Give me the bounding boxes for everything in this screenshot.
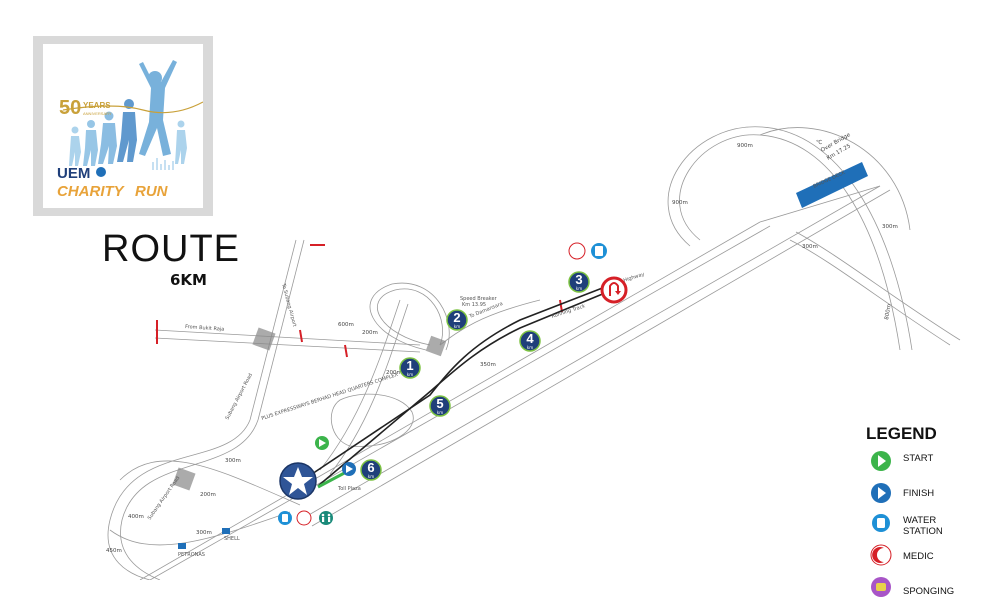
label-to-subang: To Subang Airport — [280, 282, 298, 328]
logo-event-line1: CHARITY — [57, 183, 126, 200]
petronas-station: PETRONAS — [178, 543, 205, 558]
label-highway: Highway — [623, 272, 645, 284]
finish-icon — [871, 483, 891, 503]
label-speed-breaker-km: Km 13.95 — [462, 302, 486, 308]
bridge-deck: BRIDGE DECK — [796, 162, 868, 208]
label-toll-plaza: Toll Plaza — [337, 486, 361, 492]
sponging-icon — [871, 577, 891, 597]
road-network — [107, 126, 961, 580]
km-marker-unit: km — [407, 372, 413, 377]
label-subang-airport-road: Subang Airport Road — [224, 372, 254, 421]
label-centerline: ℃ — [816, 139, 822, 146]
logo-event-line2: RUN — [135, 183, 169, 200]
water-station-icon — [591, 243, 607, 259]
distance-label: 200m — [362, 330, 378, 336]
legend: LEGEND START FINISH WATER STATION MEDIC — [866, 424, 1000, 606]
distance-label: 350m — [480, 362, 496, 368]
distance-labels: 900m 900m 300m 300m 800m 600m 200m 350m … — [106, 143, 898, 554]
junction-marker — [172, 467, 196, 491]
km-marker-3: 3 km — [568, 271, 590, 293]
logo-years-number: 50 — [59, 97, 81, 119]
distance-label: 300m — [802, 244, 818, 250]
route-map: BRIDGE DECK From Bukit Raja To Damansara… — [106, 126, 961, 580]
km-marker-unit: km — [437, 410, 443, 415]
distance-label: 300m — [225, 458, 241, 464]
distance-label: 450m — [106, 548, 122, 554]
water-station-icon — [872, 514, 890, 532]
km-marker-number: 4 — [526, 331, 534, 346]
km-marker-1: 1 km — [399, 357, 421, 379]
race-route-line — [299, 286, 606, 487]
legend-label: SPONGING — [903, 586, 955, 597]
distance-label: 900m — [672, 200, 688, 206]
km-marker-5: 5 km — [429, 395, 451, 417]
distance-label: 600m — [338, 322, 354, 328]
legend-title: LEGEND — [866, 424, 937, 443]
logo-anniversary: ANNIVERSARY — [83, 111, 112, 116]
medic-icon — [296, 510, 312, 526]
route-distance: 6KM — [170, 271, 207, 289]
legend-label: MEDIC — [903, 551, 934, 562]
distance-label: 300m — [196, 530, 212, 536]
distance-label: 200m — [386, 370, 402, 376]
event-logo-frame: 50 YEARS ANNIVERSARY UEM CHARITY RUN — [33, 36, 213, 216]
distance-label: 900m — [737, 143, 753, 149]
km-marker-2: 2 km — [446, 309, 468, 331]
legend-label: START — [903, 453, 934, 464]
legend-label: WATER STATION — [903, 515, 943, 537]
logo-brand: UEM — [57, 165, 90, 182]
legend-item-sponging: SPONGING — [866, 576, 1000, 606]
label-petronas: PETRONAS — [178, 552, 205, 558]
legend-item-water-station: WATER STATION — [866, 512, 1000, 542]
junction-marker — [425, 335, 447, 357]
km-marker-unit: km — [368, 474, 374, 479]
medic-icon — [870, 544, 892, 566]
legend-item-finish: FINISH — [866, 482, 1000, 512]
start-icon — [315, 436, 329, 450]
route-title: ROUTE — [102, 228, 240, 270]
km-marker-number: 6 — [367, 460, 374, 475]
distance-label: 400m — [128, 514, 144, 520]
legend-item-start: START — [866, 450, 1000, 480]
u-turn-icon — [600, 276, 628, 304]
legend-item-medic: MEDIC — [866, 544, 1000, 574]
shell-station: SHELL — [222, 528, 240, 542]
distance-label: 200m — [200, 492, 216, 498]
label-subang-airport-road-2: Subang Airport Road — [147, 475, 182, 521]
km-marker-4: 4 km — [519, 330, 541, 352]
label-from-bukit-raja: From Bukit Raja — [185, 324, 225, 333]
km-marker-number: 2 — [453, 310, 460, 325]
water-station-icon — [278, 511, 292, 525]
finish-star-icon — [279, 462, 317, 500]
medic-icon — [568, 242, 586, 260]
km-marker-unit: km — [454, 324, 460, 329]
toilet-icon — [319, 511, 333, 525]
km-marker-number: 5 — [436, 396, 443, 411]
km-marker-6: 6 km — [360, 459, 382, 481]
label-shell: SHELL — [224, 536, 240, 542]
logo-years-word: YEARS — [83, 101, 111, 110]
km-marker-unit: km — [576, 286, 582, 291]
event-logo: 50 YEARS ANNIVERSARY UEM CHARITY RUN — [43, 44, 203, 208]
distance-label: 800m — [884, 304, 893, 321]
km-marker-number: 3 — [575, 272, 582, 287]
finish-icon — [342, 462, 356, 476]
label-plus-hq: PLUS EXPRESSWAYS BERHAD HEAD QUARTERS CO… — [261, 372, 400, 422]
label-speed-breaker: Speed Breaker — [460, 296, 498, 302]
start-icon — [871, 451, 891, 471]
km-marker-number: 1 — [406, 358, 413, 373]
legend-label: FINISH — [903, 488, 935, 499]
distance-label: 300m — [882, 224, 898, 230]
junction-marker — [252, 327, 276, 351]
km-marker-unit: km — [527, 345, 533, 350]
